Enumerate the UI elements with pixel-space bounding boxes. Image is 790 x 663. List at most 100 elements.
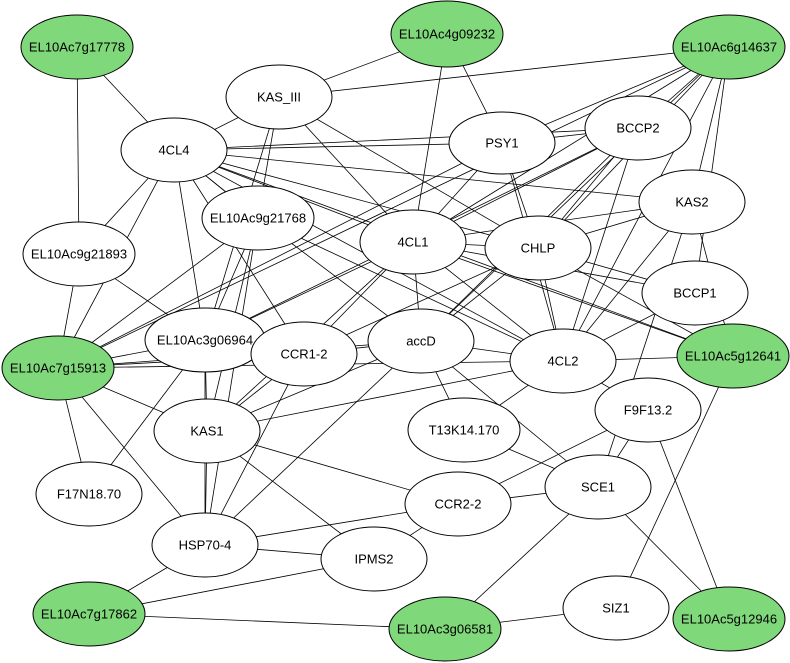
node-label: KAS2 (675, 195, 708, 210)
node-shape (35, 461, 143, 527)
node-siz1[interactable]: SIZ1 (562, 575, 670, 641)
node-shape (676, 323, 790, 389)
node-label: 4CL2 (547, 354, 578, 369)
node-el10ac4g09232[interactable]: EL10Ac4g09232 (390, 0, 504, 68)
node-label: T13K14.170 (429, 423, 500, 438)
node-shape (594, 377, 702, 443)
node-t13k14-170[interactable]: T13K14.170 (407, 397, 521, 463)
node-label: EL10Ac7g17862 (41, 607, 137, 622)
node-label: KAS_III (257, 90, 301, 105)
node-shape (153, 398, 261, 464)
node-shape (484, 215, 592, 281)
node-shape (201, 185, 315, 251)
node-shape (250, 321, 358, 387)
node-el10ac7g17862[interactable]: EL10Ac7g17862 (32, 581, 146, 647)
node-label: EL10Ac9g21893 (31, 247, 127, 262)
node-f9f13-2[interactable]: F9F13.2 (594, 377, 702, 443)
node-f17n18-70[interactable]: F17N18.70 (35, 461, 143, 527)
node-el10ac5g12946[interactable]: EL10Ac5g12946 (672, 586, 786, 652)
node-el10ac7g17778[interactable]: EL10Ac7g17778 (20, 14, 134, 80)
node-shape (1, 335, 115, 401)
node-label: EL10Ac6g14637 (681, 40, 777, 55)
node-label: 4CL1 (397, 235, 428, 250)
edge-4cl4-kas2 (173, 149, 693, 203)
node-accd[interactable]: accD (367, 308, 475, 374)
node-label: F9F13.2 (624, 403, 672, 418)
edge-4cl4-bccp2 (173, 127, 639, 151)
node-label: EL10Ac7g15913 (10, 361, 106, 376)
node-kas2[interactable]: KAS2 (638, 169, 746, 235)
edge-el10ac6g14637-4cl1 (412, 46, 730, 243)
node-shape (22, 221, 136, 287)
node-label: CCR1-2 (281, 347, 328, 362)
node-kas1[interactable]: KAS1 (153, 398, 261, 464)
node-hsp70-4[interactable]: HSP70-4 (151, 512, 259, 578)
node-shape (225, 64, 333, 130)
node-el10ac3g06964[interactable]: EL10Ac3g06964 (144, 307, 266, 373)
node-label: SCE1 (581, 480, 615, 495)
edge-accd-hsp70-4 (204, 340, 422, 546)
edge-el10ac9g21768-hsp70-4 (204, 217, 259, 546)
node-shape (404, 471, 512, 537)
edge-el10ac5g12641-siz1 (615, 355, 734, 609)
node-label: BCCP2 (616, 121, 659, 136)
node-bccp1[interactable]: BCCP1 (641, 260, 749, 326)
node-label: HSP70-4 (179, 538, 232, 553)
edge-4cl1-el10ac5g12641 (412, 241, 734, 357)
node-label: EL10Ac7g17778 (29, 40, 125, 55)
node-el10ac7g15913[interactable]: EL10Ac7g15913 (1, 335, 115, 401)
node-4cl1[interactable]: 4CL1 (359, 209, 467, 275)
node-shape (151, 512, 259, 578)
node-shape (367, 308, 475, 374)
node-label: EL10Ac5g12641 (685, 349, 781, 364)
node-ccr1-2[interactable]: CCR1-2 (250, 321, 358, 387)
edge-el10ac7g17862-el10ac3g06581 (88, 613, 446, 630)
node-el10ac9g21893[interactable]: EL10Ac9g21893 (22, 221, 136, 287)
edge-kas2-sce1 (597, 201, 693, 488)
node-label: EL10Ac9g21768 (210, 211, 306, 226)
node-shape (20, 14, 134, 80)
node-el10ac6g14637[interactable]: EL10Ac6g14637 (672, 14, 786, 80)
node-el10ac5g12641[interactable]: EL10Ac5g12641 (676, 323, 790, 389)
node-ipms2[interactable]: IPMS2 (320, 526, 428, 592)
node-label: PSY1 (485, 136, 518, 151)
node-shape (544, 454, 652, 520)
edge-el10ac6g14637-bccp1 (694, 46, 730, 294)
node-shape (584, 95, 692, 161)
edge-el10ac7g17778-el10ac9g21893 (76, 46, 80, 255)
node-bccp2[interactable]: BCCP2 (584, 95, 692, 161)
node-label: EL10Ac3g06964 (157, 333, 253, 348)
node-sce1[interactable]: SCE1 (544, 454, 652, 520)
node-4cl2[interactable]: 4CL2 (509, 328, 617, 394)
node-shape (407, 397, 521, 463)
node-shape (320, 526, 428, 592)
node-4cl4[interactable]: 4CL4 (120, 117, 228, 183)
edge-4cl4-chlp (173, 149, 539, 249)
node-shape (672, 586, 786, 652)
edge-f9f13-2-el10ac5g12946 (647, 409, 730, 620)
edge-kas-iii-chlp (278, 96, 539, 249)
node-psy1[interactable]: PSY1 (448, 111, 556, 175)
node-shape (509, 328, 617, 394)
node-ccr2-2[interactable]: CCR2-2 (404, 471, 512, 537)
edge-el10ac9g21768-4cl2 (257, 217, 564, 362)
edge-4cl4-ccr1-2 (173, 149, 305, 355)
edge-el10ac7g15913-hsp70-4 (57, 367, 206, 546)
edge-psy1-el10ac7g15913 (57, 142, 503, 369)
node-el10ac3g06581[interactable]: EL10Ac3g06581 (388, 596, 502, 662)
node-chlp[interactable]: CHLP (484, 215, 592, 281)
node-label: accD (406, 334, 436, 349)
node-shape (638, 169, 746, 235)
node-shape (359, 209, 467, 275)
edge-ccr1-2-hsp70-4 (204, 353, 305, 546)
node-shape (388, 596, 502, 662)
edge-4cl4-psy1 (173, 142, 503, 151)
node-label: BCCP1 (673, 286, 716, 301)
edge-el10ac6g14637-accd (420, 46, 730, 342)
node-kas-iii[interactable]: KAS_III (225, 64, 333, 130)
node-label: F17N18.70 (57, 487, 121, 502)
node-label: SIZ1 (602, 601, 629, 616)
node-el10ac9g21768[interactable]: EL10Ac9g21768 (201, 185, 315, 251)
